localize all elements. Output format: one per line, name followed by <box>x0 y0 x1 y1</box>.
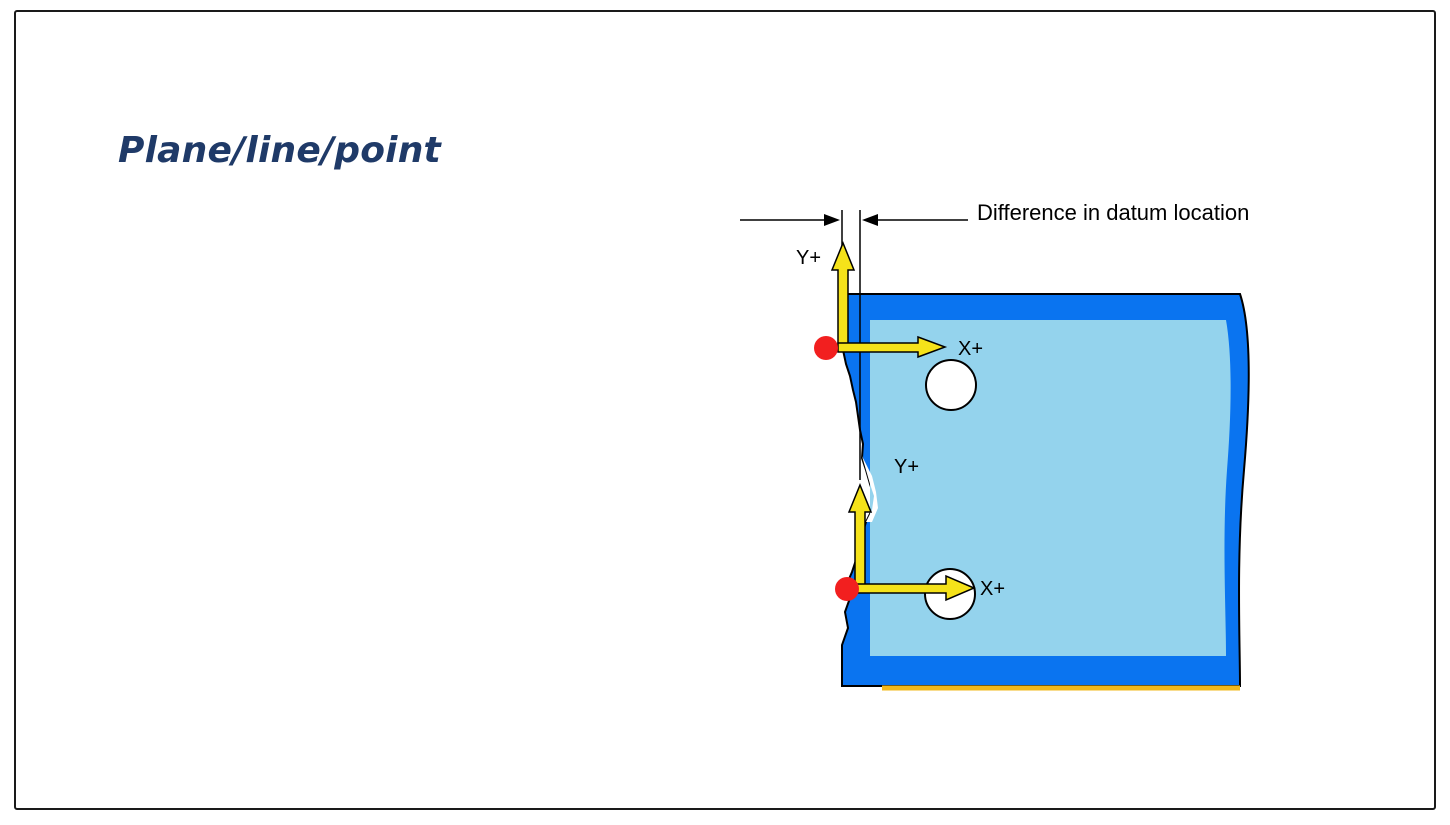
datum2-x-label: X+ <box>980 578 1005 600</box>
hole-upper <box>925 359 977 411</box>
datum1-y-axis-arrow <box>830 241 856 349</box>
dimension-arrowhead-right <box>862 214 878 226</box>
datum2-y-axis-arrow <box>847 483 873 591</box>
datum1-x-axis-arrow <box>837 335 948 359</box>
page-title: Plane/line/point <box>118 130 441 171</box>
edge-notch <box>862 456 878 522</box>
datum1-point <box>814 336 838 360</box>
datum2-x-axis-arrow <box>854 574 976 602</box>
datum1-x-label: X+ <box>958 338 983 360</box>
dimension-label: Difference in datum location <box>977 200 1249 225</box>
dimension-arrowhead-left <box>824 214 840 226</box>
datum1-y-label: Y+ <box>796 247 821 269</box>
datum2-point <box>835 577 859 601</box>
part-inner-area <box>870 320 1231 656</box>
datum2-y-label: Y+ <box>894 456 919 478</box>
